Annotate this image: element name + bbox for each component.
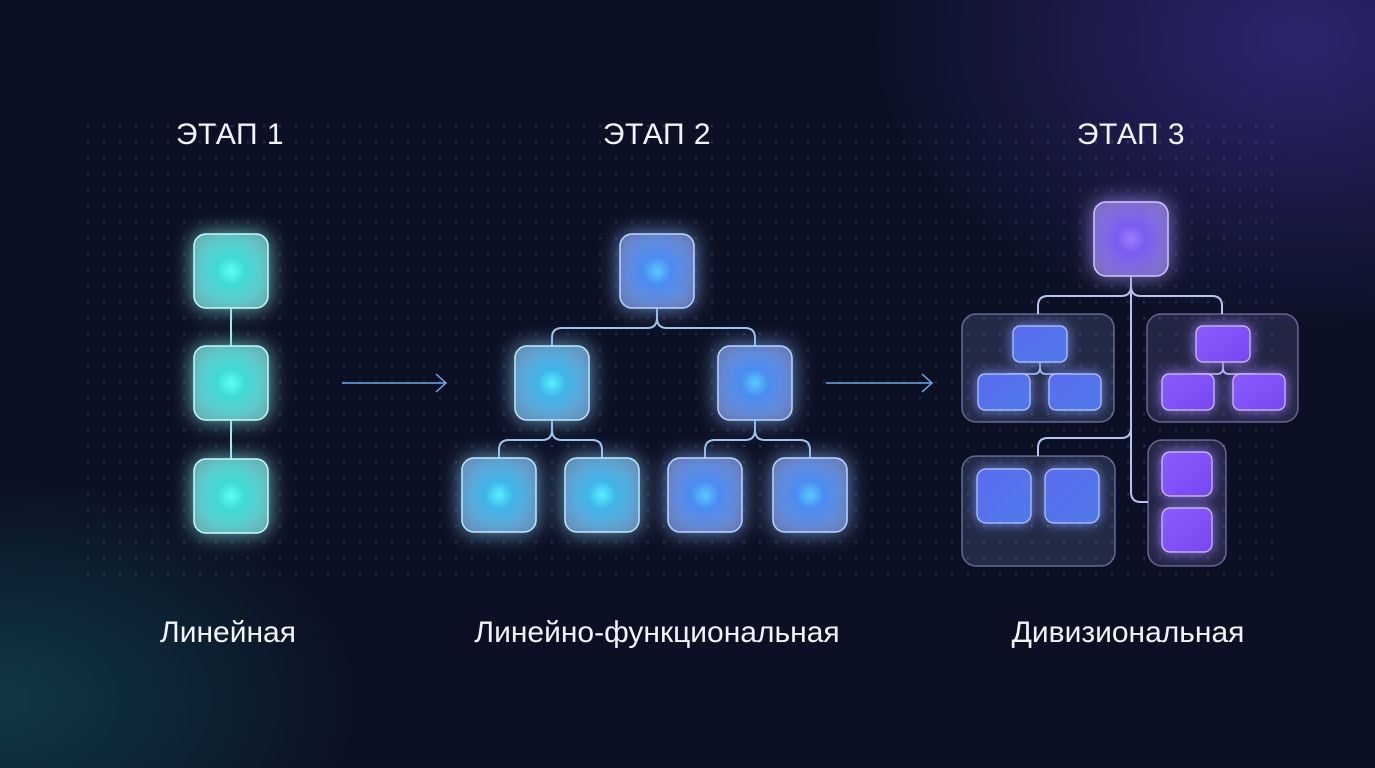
stage-2-title: ЭТАП 2 [602,118,712,151]
division-panel [1146,313,1299,423]
stage-2-line-functional-diagram [461,233,848,533]
stage-3-caption: Дивизиональная [1011,616,1245,649]
node-box [1044,468,1100,524]
arrow-stage-1-to-2 [342,373,448,393]
stage-3-divisional-diagram [961,201,1299,567]
node-box [193,233,269,309]
stage-1-title: ЭТАП 1 [175,118,285,151]
division-panel [1147,439,1227,567]
node-box [717,345,793,421]
node-box [564,457,640,533]
node-box [1048,373,1102,411]
node-box [1161,451,1213,497]
node-box [1195,325,1251,363]
stage-2-caption: Линейно-функциональная [474,616,840,649]
node-box [461,457,537,533]
node-box [619,233,695,309]
connector-lines [1037,276,1223,503]
node-box [1093,201,1169,277]
stage-1-caption: Линейная [160,616,296,649]
arrow-stage-2-to-3 [826,373,934,393]
node-box [977,373,1031,411]
node-box [193,458,269,534]
node-box [772,457,848,533]
node-box [1012,325,1068,363]
stage-1-linear-diagram [193,233,269,534]
node-box [1232,373,1286,411]
division-panel [961,313,1115,423]
node-box [667,457,743,533]
connector-lines [498,308,811,458]
stage-3-title: ЭТАП 3 [1076,118,1186,151]
node-box [193,345,269,421]
node-box [1161,507,1213,553]
node-box [514,345,590,421]
node-box [1161,373,1215,411]
node-box [976,468,1032,524]
division-panel [961,455,1116,567]
